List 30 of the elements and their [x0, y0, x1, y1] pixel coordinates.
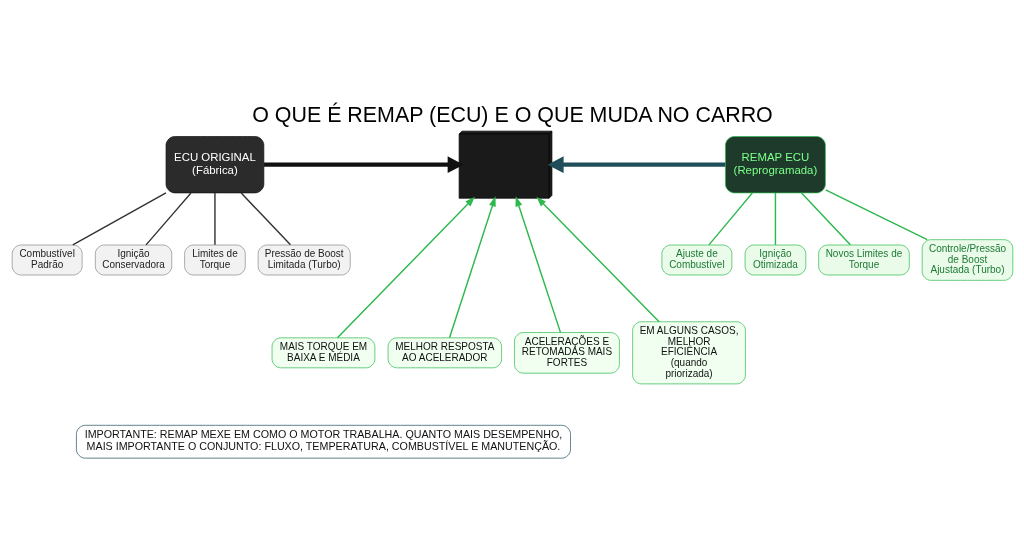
- node-box: MELHOR RESPOSTA AO ACELERADOR: [387, 336, 502, 368]
- node-box: Ajuste de Combustível: [661, 244, 732, 275]
- node-box: REMAP ECU (Reprogramada): [724, 135, 826, 193]
- node-box: ECU ORIGINAL (Fábrica): [165, 135, 264, 193]
- node-box: Ignição Conservadora: [94, 244, 172, 275]
- node-box: Combustível Padrão: [11, 244, 82, 275]
- arrow: [448, 195, 496, 338]
- node-box: Pressão de Boost Limitada (Turbo): [257, 244, 351, 275]
- connector: [707, 191, 753, 246]
- connector: [71, 191, 167, 246]
- node-box: ACELERAÇÕES E RETOMADAS MAIS FORTES: [513, 331, 620, 374]
- node-box: Controle/Pressão de Boost Ajustada (Turbo): [921, 238, 1013, 281]
- node-box: Limites de Torque: [183, 244, 246, 275]
- node-box: Novos Limites de Torque: [817, 244, 910, 275]
- connector: [824, 188, 928, 240]
- node-box: IMPORTANTE: REMAP MEXE EM COMO O MOTOR TRABALHA. QUANTO MAIS DESEMPENHO, MAIS IMPORTANTE O CONJUNTO: FLUXO, TEMPERATURA, COMBUSTÍVEL E MANUTENÇÃO.: [75, 424, 571, 458]
- node-box: MAIS TORQUE EM BAIXA E MÉDIA: [271, 336, 375, 368]
- connector: [800, 191, 851, 246]
- arrow: [535, 196, 660, 322]
- arrow: [515, 195, 561, 333]
- connector: [144, 191, 192, 246]
- arrow: [547, 155, 725, 173]
- connector: [774, 191, 776, 246]
- arrow: [336, 196, 475, 338]
- arrow: [263, 155, 464, 173]
- connector: [213, 191, 216, 246]
- node-box: EM ALGUNS CASOS, MELHOR EFICIÊNCIA (quando priorizada): [631, 320, 746, 384]
- node-box: Ignição Otimizada: [744, 244, 806, 275]
- diagram-title: O QUE É REMAP (ECU) E O QUE MUDA NO CARRO: [251, 102, 773, 127]
- connector: [240, 191, 291, 246]
